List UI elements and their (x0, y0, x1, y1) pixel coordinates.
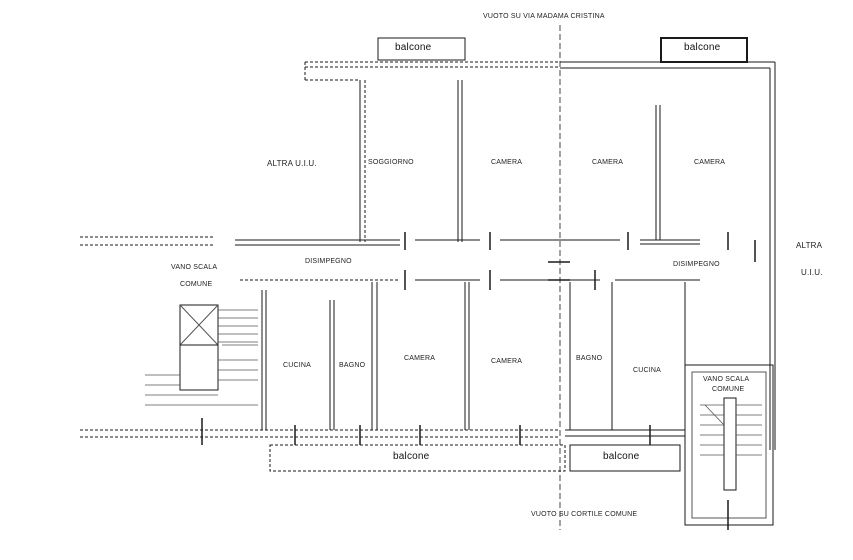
room-bagno-1-label: BAGNO (339, 362, 366, 369)
stair-block-right-inner (691, 371, 767, 519)
stair-left-label: VANO SCALA (171, 264, 218, 271)
stair-right-common-label: COMUNE (712, 386, 745, 393)
balcony-top-left (377, 37, 466, 61)
room-camera-1-label: CAMERA (491, 159, 523, 166)
balcony-bottom-left-label: balcone (393, 451, 430, 462)
balcony-top-left-label: balcone (395, 42, 432, 53)
stair-left-common-label: COMUNE (180, 281, 213, 288)
other-unit-left-label: ALTRA U.I.U. (267, 159, 317, 168)
corridor-left-label: DISIMPEGNO (305, 258, 352, 265)
stair-right-label: VANO SCALA (703, 376, 750, 383)
room-cucina-1-label: CUCINA (283, 362, 312, 369)
balcony-bottom-right (569, 444, 681, 472)
stair-core-right (723, 397, 737, 491)
room-camera-5-label: CAMERA (491, 358, 523, 365)
stair-diagonal-right (704, 404, 725, 426)
room-cucina-2-label: CUCINA (633, 367, 662, 374)
other-unit-right-label-1: ALTRA (796, 241, 823, 250)
other-unit-right-label-2: U.I.U. (801, 268, 823, 277)
balcony-top-right-label: balcone (684, 42, 721, 53)
stair-block-right (684, 364, 774, 526)
stair-core-left (179, 344, 219, 391)
room-camera-2-label: CAMERA (592, 159, 624, 166)
room-camera-3-label: CAMERA (694, 159, 726, 166)
bottom-void-label: VUOTO SU CORTILE COMUNE (531, 511, 638, 518)
room-soggiorno-label: SOGGIORNO (368, 159, 414, 166)
room-camera-4-label: CAMERA (404, 355, 436, 362)
top-void-label: VUOTO SU VIA MADAMA CRISTINA (483, 13, 605, 20)
balcony-bottom-right-label: balcone (603, 451, 640, 462)
balcony-bottom-left (269, 444, 566, 472)
room-bagno-2-label: BAGNO (576, 355, 603, 362)
elevator-cross-2 (179, 304, 219, 346)
corridor-right-label: DISIMPEGNO (673, 261, 720, 268)
